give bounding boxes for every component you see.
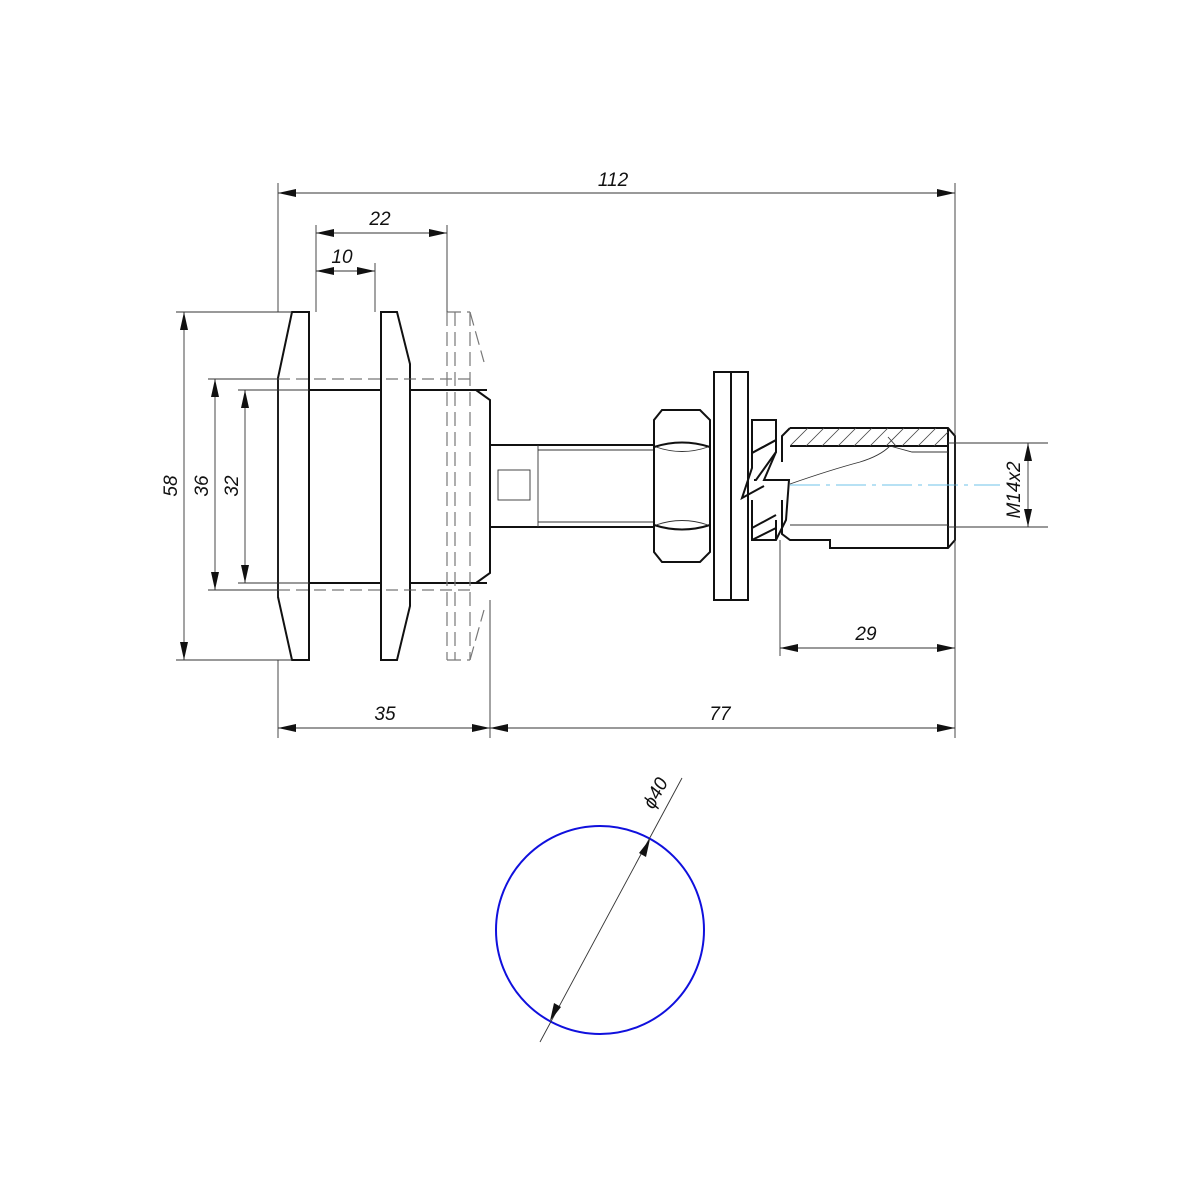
dim-disc-diameter: ϕ40 — [539, 774, 683, 1043]
dim-thread-length: 29 — [780, 624, 955, 652]
dim-label-10: 10 — [331, 247, 353, 268]
dim-label-35: 35 — [374, 704, 396, 725]
glass-panel-phantom — [446, 311, 485, 661]
dim-stud-length: 77 — [490, 704, 955, 732]
dim-label-77: 77 — [709, 704, 732, 725]
dim-label-58: 58 — [161, 475, 182, 497]
side-view — [277, 311, 1000, 661]
outer-clamp-plate — [277, 311, 310, 661]
dim-label-diameter-40: ϕ40 — [639, 774, 673, 812]
washer — [713, 371, 749, 601]
dim-plate-span: 22 — [316, 209, 447, 237]
dim-label-m14x2: M14x2 — [1004, 461, 1025, 518]
hex-nut — [653, 409, 711, 563]
dimensions: 112 22 10 58 — [161, 170, 1048, 738]
dim-label-112: 112 — [598, 170, 629, 191]
dim-label-32: 32 — [222, 475, 243, 497]
dim-label-22: 22 — [368, 209, 391, 230]
dim-bushing-diameter: 36 — [192, 378, 278, 591]
dim-label-36: 36 — [192, 475, 213, 497]
wrench-flat — [497, 469, 531, 501]
dim-head-length: 35 — [278, 704, 490, 732]
dim-overall-length: 112 — [278, 170, 955, 197]
dim-inner-diameter: 32 — [222, 389, 309, 584]
dim-plate-gap: 10 — [316, 247, 375, 275]
inner-clamp-plate — [380, 311, 411, 661]
dim-outer-plate-height: 58 — [161, 311, 292, 661]
disc-outline — [495, 825, 705, 1035]
stud-shaft — [490, 444, 654, 528]
front-view: ϕ40 — [495, 774, 705, 1043]
bushing-end — [475, 389, 491, 584]
break-section — [740, 419, 791, 541]
dim-thread-spec: M14x2 — [948, 442, 1048, 528]
threaded-end — [781, 427, 956, 549]
dim-label-29: 29 — [854, 624, 877, 645]
